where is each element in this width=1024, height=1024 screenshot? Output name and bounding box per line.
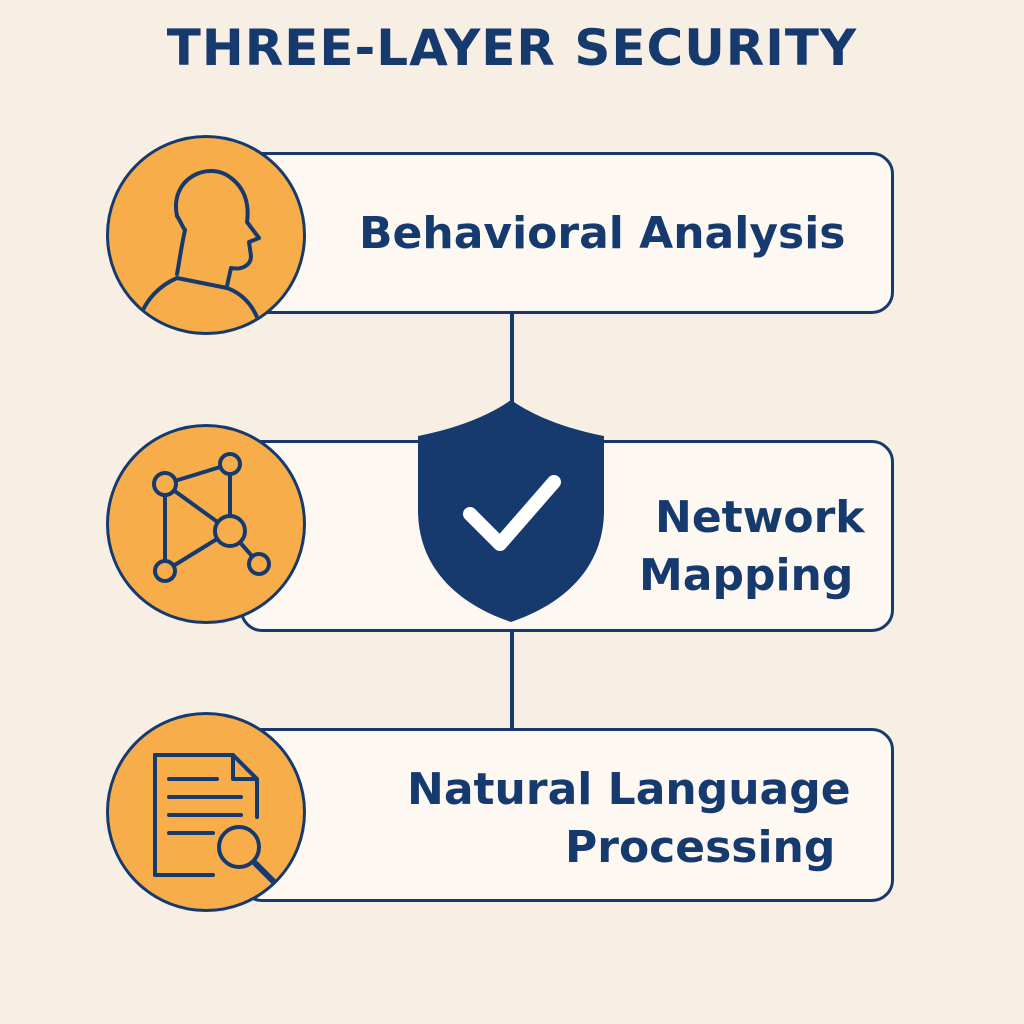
connector-line-bottom (510, 612, 514, 732)
person-profile-icon (106, 135, 306, 335)
layer-label-network-line1: Network (655, 492, 865, 543)
layer-label-nlp-line1: Natural Language (407, 764, 851, 815)
layer-card-behavioral: Behavioral Analysis (240, 152, 894, 314)
layer-label-behavioral: Behavioral Analysis (359, 208, 846, 259)
document-search-icon (106, 712, 306, 912)
page-title: THREE-LAYER SECURITY (166, 19, 858, 77)
network-graph-icon (106, 424, 306, 624)
layer-label-network-line2: Mapping (639, 550, 854, 601)
layer-card-nlp: Natural Language Processing (240, 728, 894, 902)
layer-label-nlp-line2: Processing (565, 822, 836, 873)
shield-check-icon (414, 398, 608, 628)
connector-line-top (510, 312, 514, 402)
